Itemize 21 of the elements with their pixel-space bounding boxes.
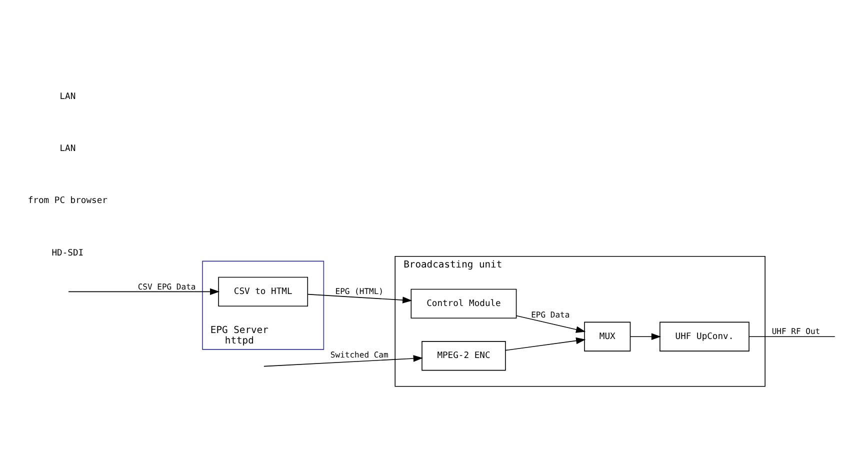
- node-box: MUX: [584, 322, 631, 352]
- arrow: [630, 333, 662, 340]
- label: LAN: [60, 144, 76, 154]
- node-box: MPEG-2 ENC: [422, 341, 506, 371]
- arrow: [68, 288, 220, 296]
- arrow: [307, 294, 412, 304]
- edge-label: CSV EPG Data: [138, 282, 196, 292]
- arrow: [264, 355, 423, 367]
- edge-label: EPG Data: [531, 310, 570, 320]
- edge-label: Switched Cam: [330, 350, 388, 360]
- node-box: Control Module: [410, 288, 517, 319]
- node-box: UHF UpConv.: [660, 322, 750, 352]
- node-box: CSV to HTML: [218, 276, 308, 307]
- connector: [748, 336, 836, 338]
- edge-label: UHF RF Out: [772, 327, 820, 336]
- edge-label: EPG (HTML): [335, 287, 384, 296]
- arrow: [505, 337, 586, 351]
- label: LAN: [60, 92, 76, 102]
- label: HD-SDI: [52, 248, 84, 258]
- arrow: [516, 315, 586, 333]
- label: from PC browser: [28, 196, 108, 206]
